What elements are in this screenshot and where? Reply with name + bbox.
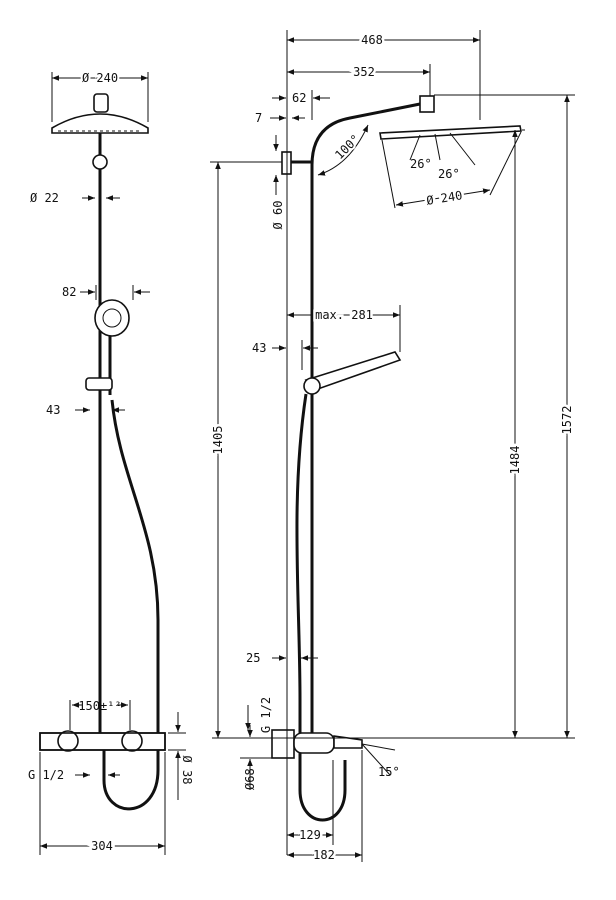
- dim-bracket-diameter: Ø 60: [271, 201, 285, 230]
- dim-head-height: 1484: [508, 446, 522, 475]
- spout: [333, 735, 363, 749]
- dim-connection-side: G 1/2: [259, 697, 273, 733]
- escutcheon: [271, 729, 295, 759]
- head-joint: [419, 95, 435, 113]
- dim-total-height: 1572: [560, 406, 574, 435]
- dim-holder-offset-side: 43: [252, 341, 266, 355]
- dim-mixer-depth: 129: [299, 828, 321, 842]
- dim-head-angle-1: 26°: [410, 157, 432, 171]
- dim-connection: G 1/2: [28, 768, 64, 782]
- mixer-body-side: [293, 732, 335, 754]
- dim-spout-angle: 15°: [378, 765, 400, 779]
- dim-holder-offset: 43: [46, 403, 60, 417]
- front-view: Ø 240 Ø 22 82 43 150±¹² G 1/2 Ø 38 304: [28, 69, 194, 856]
- overhead-shower-side: [379, 125, 522, 140]
- dim-bracket-offset: 62: [292, 91, 306, 105]
- dim-head-diameter: Ø 240: [82, 71, 118, 85]
- dim-arm-angle: 100°: [332, 132, 362, 162]
- hose-side: [295, 393, 347, 822]
- dim-handshower-width: 82: [62, 285, 76, 299]
- dim-handshower-reach: max. 281: [315, 308, 373, 322]
- dim-spacing: 150±¹²: [78, 699, 121, 713]
- dim-mixer-width: 304: [91, 839, 113, 853]
- head-connector: [93, 93, 109, 113]
- dim-escutcheon-diameter: Ø68: [243, 768, 257, 790]
- side-view: 468 352 62 7 Ø 60 100° 26° 26° Ø 240 max…: [209, 30, 577, 865]
- dim-head-angle-2: 26°: [438, 167, 460, 181]
- dim-spout-depth: 182: [313, 848, 335, 862]
- overhead-shower: [51, 113, 149, 134]
- dim-mixer-offset: 25: [246, 651, 260, 665]
- dim-wall-gap: 7: [255, 111, 262, 125]
- dim-bracket-height: 1405: [211, 426, 225, 455]
- hand-shower-holder: [85, 377, 113, 391]
- dim-arm-length: 352: [353, 65, 375, 79]
- dim-total-projection: 468: [361, 33, 383, 47]
- wall-bracket: [92, 154, 108, 170]
- dim-mixer-diameter: Ø 38: [180, 756, 194, 785]
- hose: [102, 399, 160, 811]
- riser-and-arm: [310, 101, 426, 735]
- dim-pipe-diameter: Ø 22: [30, 191, 59, 205]
- dim-head-diameter-side: Ø 240: [425, 188, 463, 207]
- hand-shower-head: [94, 299, 130, 337]
